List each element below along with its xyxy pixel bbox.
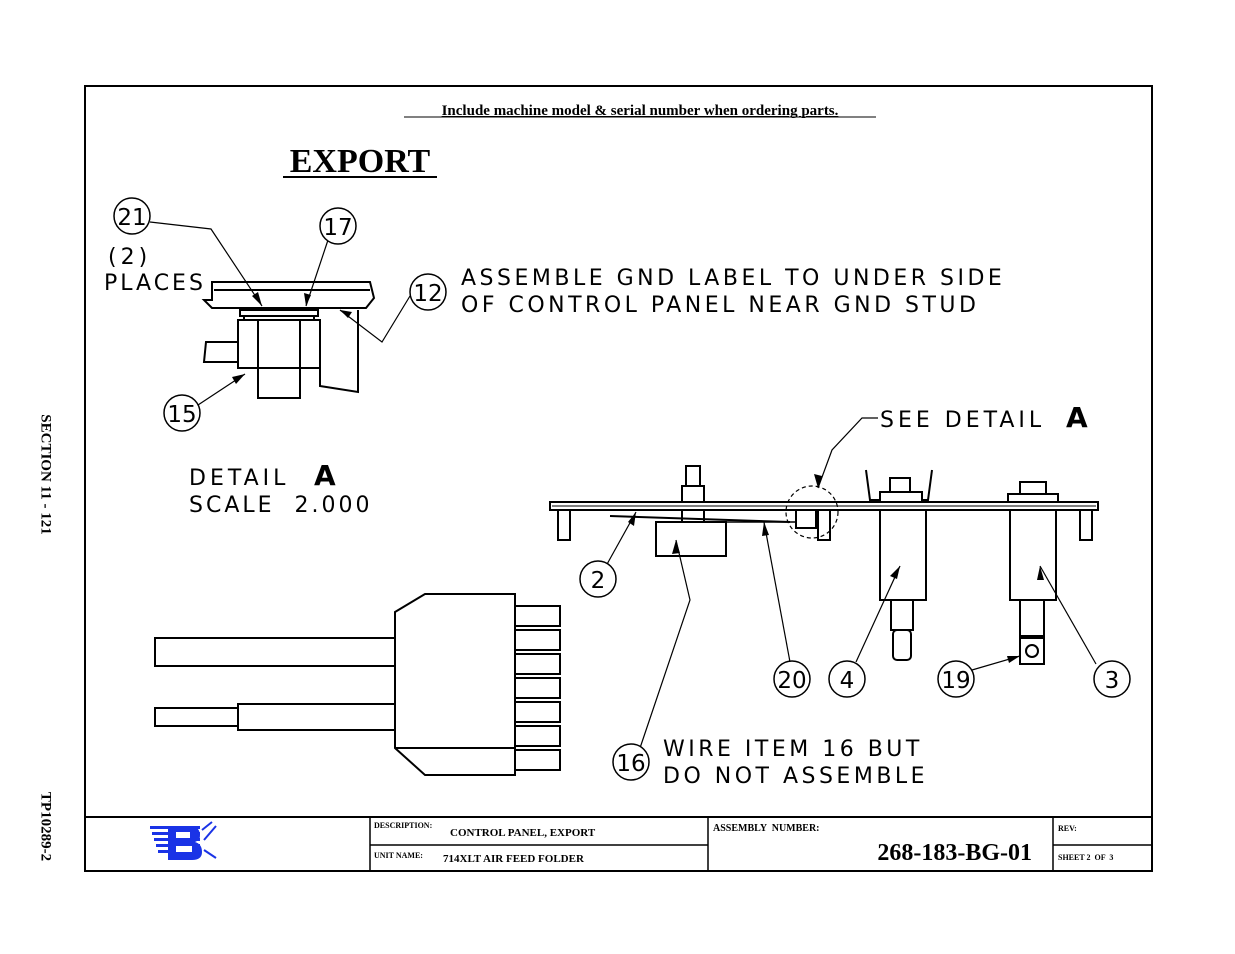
svg-text:4: 4	[840, 668, 855, 694]
svg-text:20: 20	[777, 668, 806, 694]
balloon-16: 16	[612, 743, 650, 781]
rev-label: REV:	[1058, 824, 1077, 833]
svg-text:15: 15	[167, 402, 196, 428]
balloon-21: 21	[113, 197, 151, 235]
sheet-border	[84, 85, 1153, 872]
svg-text:3: 3	[1105, 668, 1120, 694]
gnd-note-line2: OF CONTROL PANEL NEAR GND STUD	[461, 293, 979, 318]
balloon-15: 15	[163, 394, 201, 432]
wire-connector	[154, 593, 561, 776]
see-detail-letter: A	[1066, 401, 1088, 434]
svg-text:19: 19	[941, 668, 970, 694]
see-detail-label: SEE DETAIL	[880, 408, 1045, 433]
detail-scale: SCALE 2.000	[189, 493, 373, 518]
svg-text:21: 21	[117, 205, 146, 231]
balloon-3: 3	[1093, 660, 1131, 698]
balloon-20: 20	[773, 660, 811, 698]
balloon-19: 19	[937, 660, 975, 698]
balloon-4: 4	[828, 660, 866, 698]
balloon-2: 2	[579, 560, 617, 598]
svg-text:16: 16	[616, 751, 645, 777]
panel-assembly	[549, 465, 1099, 665]
panel-arrowheads	[628, 474, 1044, 663]
title-block	[85, 816, 1152, 871]
gnd-note-line1: ASSEMBLE GND LABEL TO UNDER SIDE	[461, 266, 1005, 291]
assembly-number-value: 268-183-BG-01	[877, 840, 1032, 866]
unit-name-label: UNIT NAME:	[374, 851, 423, 860]
places-count: (2)	[108, 245, 151, 270]
detail-letter: A	[314, 459, 336, 492]
places-label: PLACES	[104, 271, 206, 296]
svg-text:17: 17	[323, 215, 352, 241]
drawing-title: EXPORT	[290, 143, 431, 180]
balloon-12: 12	[409, 273, 447, 311]
assembly-number-label: ASSEMBLY NUMBER:	[713, 823, 820, 834]
wire-note-line1: WIRE ITEM 16 BUT	[663, 737, 923, 762]
detail-a-arrowheads	[232, 292, 352, 384]
svg-text:12: 12	[413, 281, 442, 307]
balloon-17: 17	[319, 207, 357, 245]
sheet-number: SHEET 2 OF 3	[1058, 853, 1113, 862]
svg-text:2: 2	[591, 568, 606, 594]
ordering-notice: Include machine model & serial number wh…	[442, 103, 839, 119]
unit-name-value: 714XLT AIR FEED FOLDER	[443, 853, 585, 865]
detail-label: DETAIL	[189, 466, 289, 491]
wire-note-line2: DO NOT ASSEMBLE	[663, 764, 928, 789]
description-label: DESCRIPTION:	[374, 821, 432, 830]
company-logo	[150, 821, 217, 860]
description-value: CONTROL PANEL, EXPORT	[450, 827, 596, 839]
detail-a-view	[201, 281, 376, 399]
detail-callout-circle	[785, 485, 839, 539]
